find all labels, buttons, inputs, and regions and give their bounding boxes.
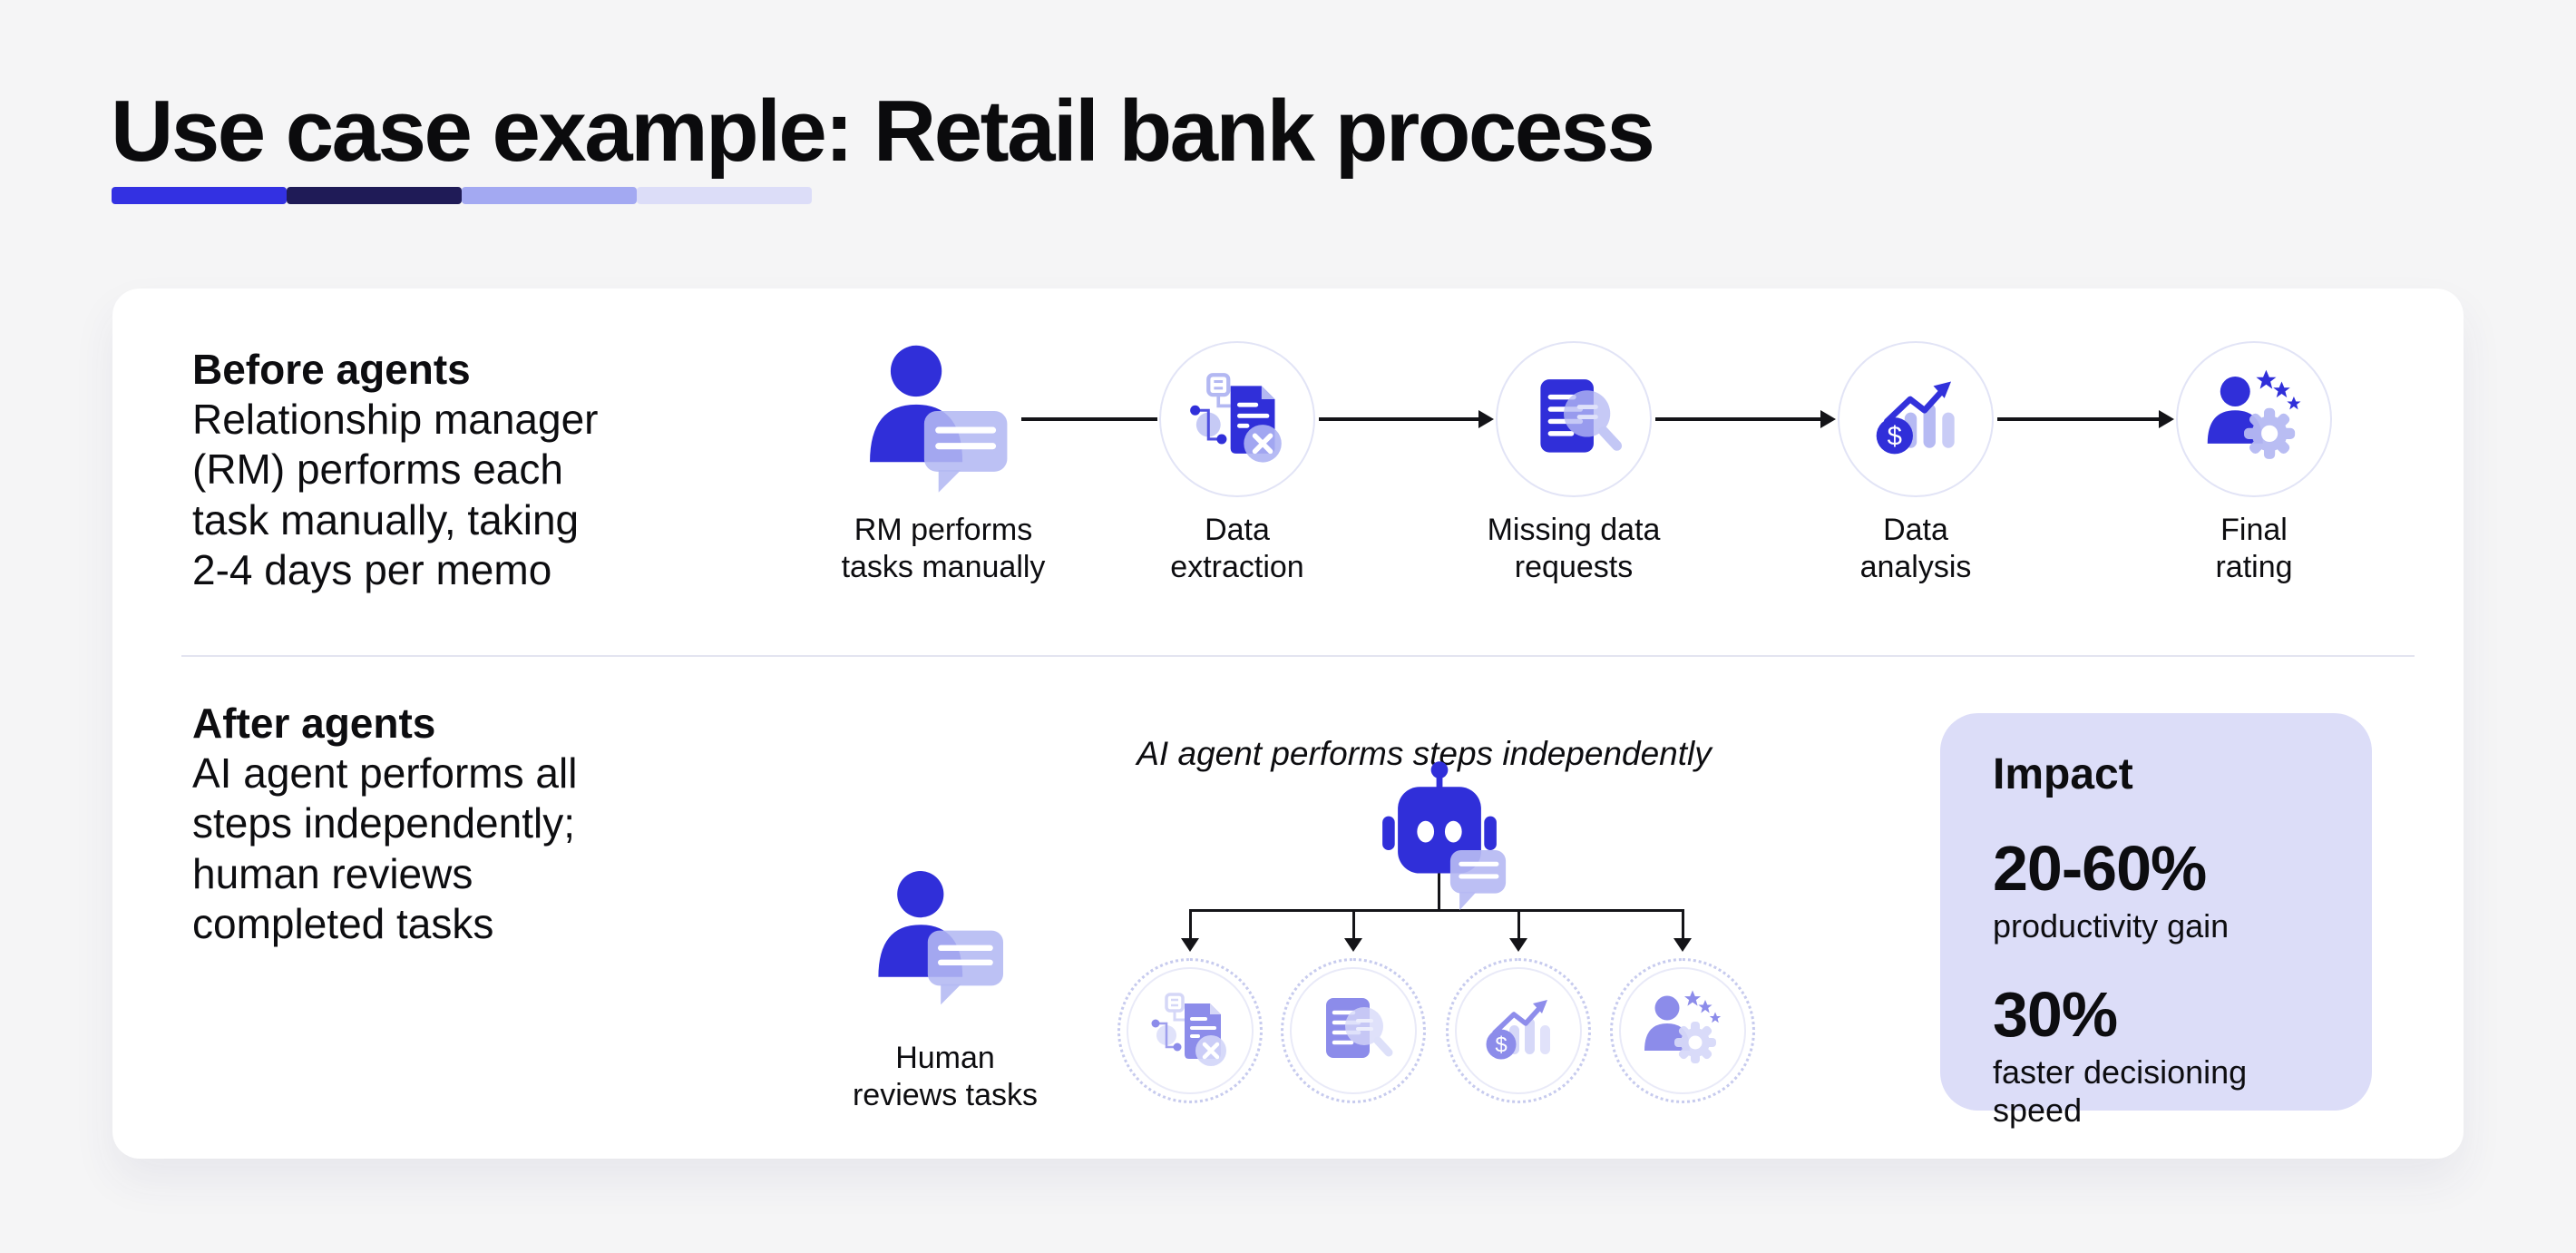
impact-stat-value: 20-60% xyxy=(1993,833,2207,904)
impact-stat-label: productivity gain xyxy=(1993,907,2230,945)
human-reviews-label: Human reviews tasks xyxy=(852,1041,1039,1112)
step-circle-missing-data xyxy=(1496,341,1652,497)
step-label-data-analysis: Data analysis xyxy=(1859,513,1972,584)
tree-drop-2 xyxy=(1352,912,1355,939)
ai-agent-figure xyxy=(1362,758,1517,912)
step-label-data-extraction: Data extraction xyxy=(1170,513,1304,584)
robot-icon xyxy=(1362,758,1517,912)
rating-person-icon xyxy=(2199,364,2309,475)
substep-circle-final-rating xyxy=(1610,958,1755,1103)
step-label-missing-data: Missing data requests xyxy=(1487,513,1661,584)
tree-drop-3 xyxy=(1517,912,1520,939)
process-card: Before agents Relationship manager (RM) … xyxy=(112,289,2464,1159)
tree-arrowhead-2 xyxy=(1344,938,1362,952)
impact-stat-productivity: 20-60% productivity gain xyxy=(1993,834,2319,945)
step-label-final-rating: Final rating xyxy=(2215,513,2293,584)
flow-connector-1 xyxy=(1021,417,1157,421)
after-description: AI agent performs all steps independentl… xyxy=(192,749,578,947)
rm-person-figure xyxy=(864,338,1023,497)
accent-segment-1 xyxy=(112,187,287,204)
tree-drop-1 xyxy=(1189,912,1192,939)
impact-stat-value: 30% xyxy=(1993,979,2118,1050)
page-title: Use case example: Retail bank process xyxy=(111,83,1655,181)
flow-connector-2 xyxy=(1319,410,1494,428)
tree-stem xyxy=(1438,867,1440,909)
flow-connector-4 xyxy=(1997,410,2174,428)
document-search-icon xyxy=(1308,985,1399,1076)
impact-stat-label: faster decisioning speed xyxy=(1993,1053,2248,1129)
flow-connector-3 xyxy=(1655,410,1836,428)
after-section-text: After agents AI agent performs all steps… xyxy=(192,699,809,949)
impact-card: Impact 20-60% productivity gain 30% fast… xyxy=(1940,713,2372,1129)
tree-arrowhead-3 xyxy=(1509,938,1527,952)
tree-arrowhead-1 xyxy=(1181,938,1199,952)
impact-heading: Impact xyxy=(1993,750,2133,798)
agent-caption: AI agent performs steps independently xyxy=(1137,735,1712,772)
person-chat-icon xyxy=(864,338,1023,497)
tree-drop-4 xyxy=(1682,912,1684,939)
document-error-icon xyxy=(1145,985,1235,1076)
step-circle-final-rating xyxy=(2176,341,2332,497)
finance-chart-icon xyxy=(1860,364,1971,475)
human-reviewer-figure xyxy=(873,864,1018,1009)
title-accent-bar xyxy=(112,187,812,204)
accent-segment-2 xyxy=(287,187,462,204)
rating-person-icon xyxy=(1637,985,1728,1076)
step-circle-data-analysis xyxy=(1838,341,1994,497)
before-heading: Before agents xyxy=(192,346,471,393)
finance-chart-icon xyxy=(1473,985,1564,1076)
tree-branch xyxy=(1189,909,1684,912)
before-description: Relationship manager (RM) performs each … xyxy=(192,396,599,593)
substep-circle-data-analysis xyxy=(1446,958,1591,1103)
step-label-rm: RM performs tasks manually xyxy=(841,513,1046,584)
tree-arrowhead-4 xyxy=(1673,938,1692,952)
document-error-icon xyxy=(1182,364,1293,475)
accent-segment-4 xyxy=(637,187,812,204)
accent-segment-3 xyxy=(462,187,637,204)
person-chat-icon xyxy=(873,864,1018,1009)
substep-circle-data-extraction xyxy=(1117,958,1263,1103)
after-heading: After agents xyxy=(192,700,436,747)
section-divider xyxy=(181,655,2415,657)
step-circle-data-extraction xyxy=(1159,341,1315,497)
substep-circle-missing-data xyxy=(1281,958,1426,1103)
before-section-text: Before agents Relationship manager (RM) … xyxy=(192,345,809,595)
impact-stat-speed: 30% faster decisioning speed xyxy=(1993,980,2319,1130)
document-search-icon xyxy=(1518,364,1629,475)
